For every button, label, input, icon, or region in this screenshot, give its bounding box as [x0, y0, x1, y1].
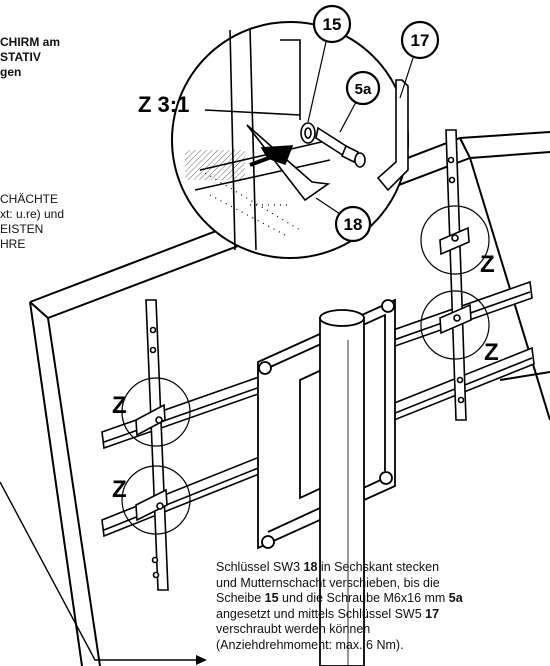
part-number-15: 15 — [264, 591, 279, 605]
left-note-line-4: HRE — [0, 237, 26, 251]
left-note-line-2: xt: u.re) und — [0, 207, 65, 221]
instruction-text-part: Schlüssel SW3 — [216, 560, 304, 574]
instruction-text-part: und die Schraube M6x16 mm — [278, 591, 449, 605]
instruction-text-part: in Sechskant stecken — [317, 560, 440, 574]
instruction-line-1: Schlüssel SW3 18 in Sechskant stecken — [216, 560, 463, 576]
part-number-18: 18 — [303, 560, 318, 574]
left-note-line-3: EISTEN — [0, 222, 44, 236]
instruction-line-6: (Anziehdrehmoment: max. 6 Nm). — [216, 637, 404, 652]
instruction-line-3: Scheibe 15 und die Schraube M6x16 mm 5a — [216, 591, 463, 607]
detail-zoom-label: Z 3:1 — [138, 92, 189, 117]
callout-leaders — [307, 41, 414, 215]
z-label-left-top: Z — [112, 392, 127, 419]
arrow-head-icon — [196, 655, 207, 665]
instruction-line-5: verschraubt werden können — [216, 622, 371, 636]
tv-frame — [29, 131, 550, 666]
left-bracket — [135, 299, 169, 591]
instruction-text: Schlüssel SW3 18 in Sechskant stecken un… — [216, 560, 463, 653]
instruction-text-part: angesetzt und mittels Schlüssel SW5 — [216, 606, 426, 621]
heading-line-3: gen — [0, 65, 22, 79]
part-number-17: 17 — [425, 606, 440, 621]
stand-pole — [319, 309, 365, 666]
left-note-line-1: CHÄCHTE — [0, 192, 59, 206]
callout-15-label: 15 — [323, 15, 342, 34]
part-number-5a: 5a — [448, 591, 463, 605]
magnified-detail — [171, 21, 409, 259]
callout-5a-label: 5a — [355, 81, 372, 98]
instruction-text-part: Scheibe — [216, 591, 265, 605]
z-label-left-bottom: Z — [112, 476, 127, 503]
heading-line-2: STATIV — [0, 50, 41, 64]
z-label-right-top: Z — [480, 251, 495, 278]
callout-17-label: 17 — [411, 31, 430, 50]
instruction-line-4: angesetzt und mittels Schlüssel SW5 17 — [216, 607, 463, 623]
callout-circles — [312, 4, 440, 243]
dotted-guides — [199, 169, 301, 236]
heading-line-1: CHIRM am — [0, 35, 61, 49]
right-bracket — [439, 129, 472, 421]
instruction-line-2: und Mutternschacht verschieben, bis die — [216, 575, 440, 590]
z-label-right-bottom: Z — [484, 339, 499, 366]
magnified-contents — [185, 27, 409, 251]
detail-circles — [121, 205, 490, 535]
callout-18-label: 18 — [344, 215, 363, 234]
instruction-arrow — [0, 481, 205, 661]
